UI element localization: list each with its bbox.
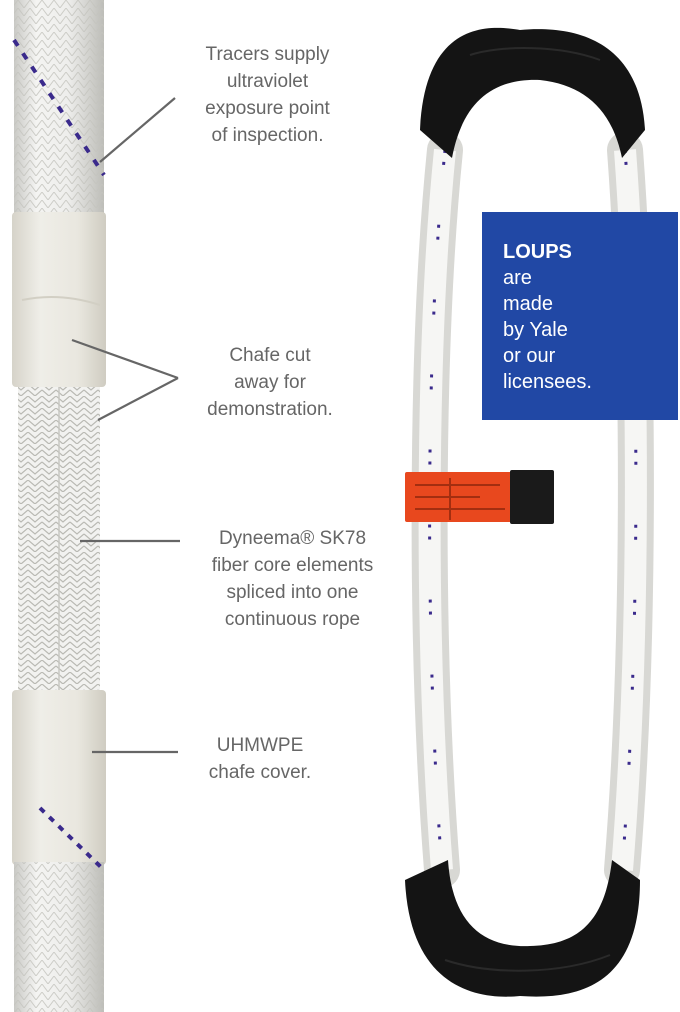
leader-line-chafe-cut-b (97, 377, 179, 421)
loups-badge: LOUPS are made by Yale or our licensees. (482, 212, 678, 420)
tracer-line-lower (38, 806, 106, 872)
callout-chafe-cover: UHMWPE chafe cover. (208, 735, 312, 783)
leader-line-tracers (99, 97, 176, 163)
callout-chafe-cut: Chafe cut away for demonstration. (207, 345, 333, 420)
leader-line-chafe-cut-a (71, 338, 179, 380)
leader-lines (71, 97, 180, 754)
callout-tracers: Tracers supply ultraviolet exposure poin… (205, 44, 330, 146)
rope-sample (12, 0, 106, 1012)
rope-upper-braid (14, 0, 104, 225)
loop-bottom-cover (405, 860, 640, 997)
rope-loop (405, 27, 654, 997)
loop-top-cover (420, 27, 645, 158)
chafe-cover-lower (12, 690, 106, 865)
id-tag-markings (415, 478, 505, 520)
id-tag-black (510, 470, 554, 524)
loop-top-cover-crease (469, 47, 601, 61)
badge-title: LOUPS (503, 241, 572, 263)
id-tag (405, 470, 554, 524)
badge-body: are made by Yale or our licensees. (503, 267, 592, 393)
loop-bottom-cover-crease (444, 954, 611, 972)
callout-core-elements: Dyneema® SK78 fiber core elements splice… (211, 528, 374, 630)
rope-lower-braid (14, 862, 104, 1012)
chafe-cover-upper-wrinkle (21, 296, 101, 306)
tracer-line-upper (12, 38, 106, 177)
